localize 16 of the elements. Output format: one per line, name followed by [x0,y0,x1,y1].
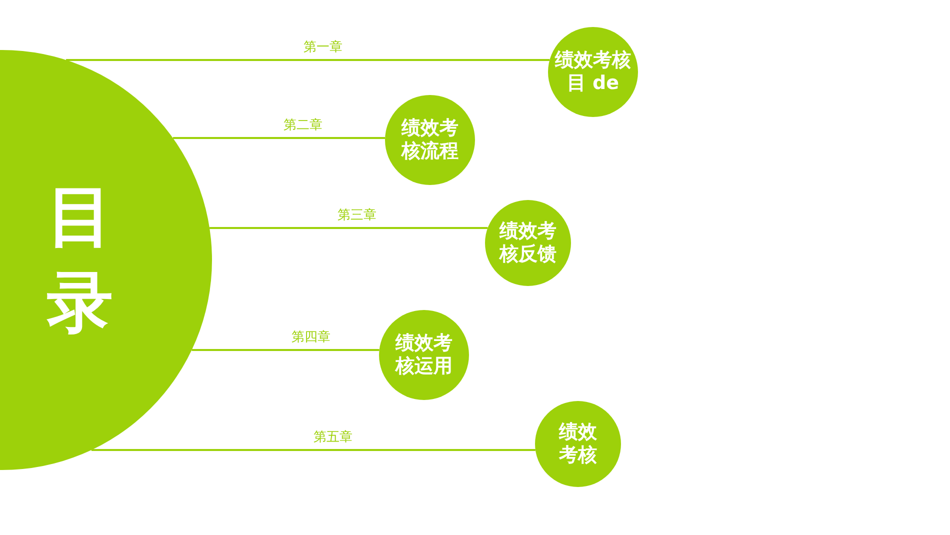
connector-line [172,137,386,139]
connector-line [210,227,488,229]
chapter-title: 绩效考核流程 [400,117,460,163]
chapter-title: 绩效考核目 de [555,49,631,95]
chapter-title: 绩效考核反馈 [498,220,558,266]
connector-line [192,349,380,351]
edge-label: 第一章 [302,38,344,56]
edge-label: 第二章 [282,116,324,134]
edge-label: 第五章 [312,428,354,446]
connector-line [66,59,550,61]
chapter-title: 绩效考核 [558,421,598,467]
heading-text: 目录 [46,177,114,343]
edge-label: 第四章 [290,328,332,346]
connector-line [91,449,536,451]
chapter-title: 绩效考核运用 [394,332,454,378]
edge-label: 第三章 [336,206,378,224]
